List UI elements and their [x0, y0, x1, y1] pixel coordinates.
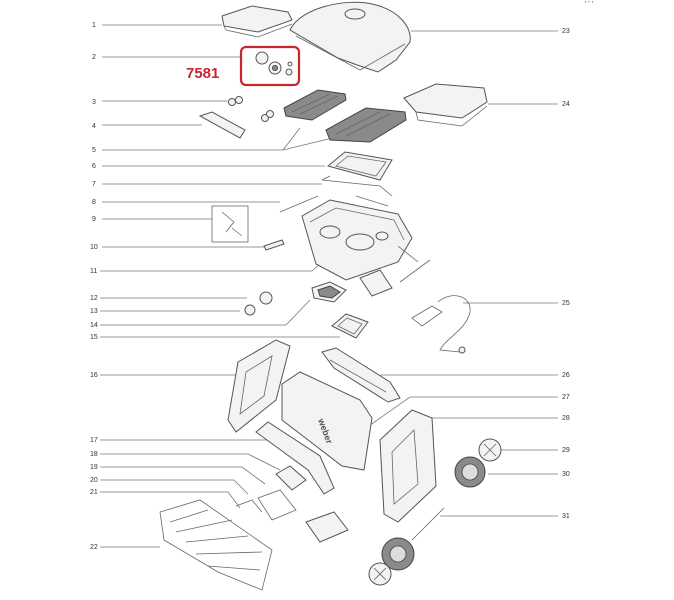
callout-11: 11 [90, 268, 97, 275]
callout-5: 5 [92, 147, 96, 154]
callout-1: 1 [92, 22, 96, 29]
part-15-catch-pan [331, 313, 369, 339]
part-2-knob-set [255, 51, 293, 76]
callout-30: 30 [562, 471, 570, 478]
callout-3: 3 [92, 99, 96, 106]
highlight-part-number: 7581 [186, 65, 219, 82]
callout-27: 27 [562, 394, 570, 401]
right-callouts: 23 24 25 26 27 28 29 30 31 [562, 28, 570, 520]
highlight-box [239, 45, 301, 87]
part-3-control-knobs [228, 96, 274, 122]
callout-14: 14 [90, 322, 98, 329]
part-9-hardware-kit [211, 205, 249, 243]
callout-23: 23 [562, 28, 570, 35]
leader-lines [100, 24, 558, 548]
part-12-cap [259, 291, 273, 305]
left-callouts: 1 2 3 4 5 6 7 8 9 10 11 12 13 14 15 16 1… [90, 22, 98, 551]
part-24-side-table [403, 83, 488, 127]
top-right-marks: ' ' ' [585, 1, 593, 8]
part-31-wheel [381, 537, 415, 571]
callout-19: 19 [90, 464, 98, 471]
part-7-wire-rod [321, 175, 393, 197]
callout-20: 20 [90, 477, 98, 484]
part-25-regulator-hose [411, 295, 471, 354]
part-23-lid [289, 1, 411, 73]
callout-9: 9 [92, 216, 96, 223]
callout-16: 16 [90, 372, 98, 379]
part-10-igniter [263, 239, 285, 251]
part-8-rods [279, 195, 389, 213]
part-6-frame [326, 151, 393, 181]
callout-15: 15 [90, 334, 98, 341]
part-11-cookbox [301, 199, 431, 297]
part-18-21-brackets [235, 465, 307, 521]
callout-4: 4 [92, 123, 96, 130]
callout-8: 8 [92, 199, 96, 206]
part-1-side-shelf [221, 5, 293, 38]
callout-6: 6 [92, 163, 96, 170]
part-label-card [305, 511, 349, 543]
part-31-axle [411, 507, 445, 541]
part-30-wheel [454, 456, 486, 488]
part-4-handle [198, 111, 246, 139]
callout-18: 18 [90, 451, 98, 458]
callout-29: 29 [562, 447, 570, 454]
part-29-hubcap [478, 438, 502, 462]
part-16-left-frame [227, 339, 291, 433]
part-27-front-panel: weber [281, 371, 373, 471]
part-17-cross-bar [255, 421, 335, 495]
callout-7: 7 [92, 181, 96, 188]
callout-28: 28 [562, 415, 570, 422]
callout-12: 12 [90, 295, 98, 302]
callout-22: 22 [90, 544, 98, 551]
callout-26: 26 [562, 372, 570, 379]
callout-24: 24 [562, 101, 570, 108]
part-28-right-frame [379, 409, 437, 523]
callout-21: 21 [90, 489, 98, 496]
part-31-hubcap [368, 562, 392, 586]
callout-13: 13 [90, 308, 98, 315]
part-13-cap [244, 304, 256, 316]
callout-17: 17 [90, 437, 98, 444]
part-22-bottom-rack [159, 499, 273, 591]
part-5-cooking-grates [283, 89, 407, 143]
part-14-drip-tray [311, 281, 347, 303]
callout-2: 2 [92, 54, 96, 61]
callout-25: 25 [562, 300, 570, 307]
part-26-cart-bracket [321, 347, 401, 403]
callout-31: 31 [562, 513, 570, 520]
callout-10: 10 [90, 244, 98, 251]
